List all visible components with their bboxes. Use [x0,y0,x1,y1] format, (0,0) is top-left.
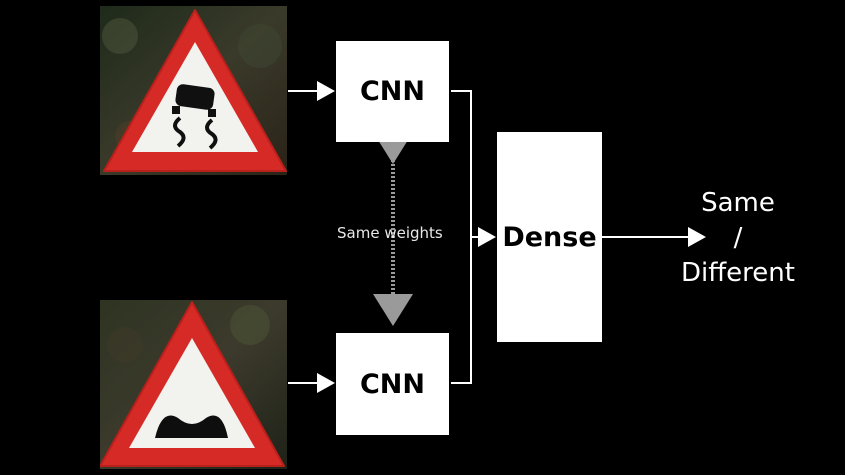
top-sign-image [100,6,287,175]
line-bottom-cnn-to-dense [451,237,472,384]
shared-weights-label: Same weights [337,224,443,242]
speed-bump-sign-icon [100,300,287,469]
output-line-slash: / [733,223,743,253]
line-top-cnn-to-dense [451,90,472,237]
dense-label: Dense [502,221,597,253]
output-label: Same / Different [676,186,800,291]
output-line-same: Same [701,188,775,218]
cnn-top-label: CNN [359,76,425,107]
cnn-bottom-label: CNN [359,368,425,400]
bottom-sign-image [100,300,287,469]
cnn-bottom-box: CNN [336,333,449,435]
slippery-road-sign-icon [100,6,287,175]
cnn-top-box: CNN [336,41,449,142]
output-line-different: Different [681,258,795,288]
dense-box: Dense [497,132,602,342]
